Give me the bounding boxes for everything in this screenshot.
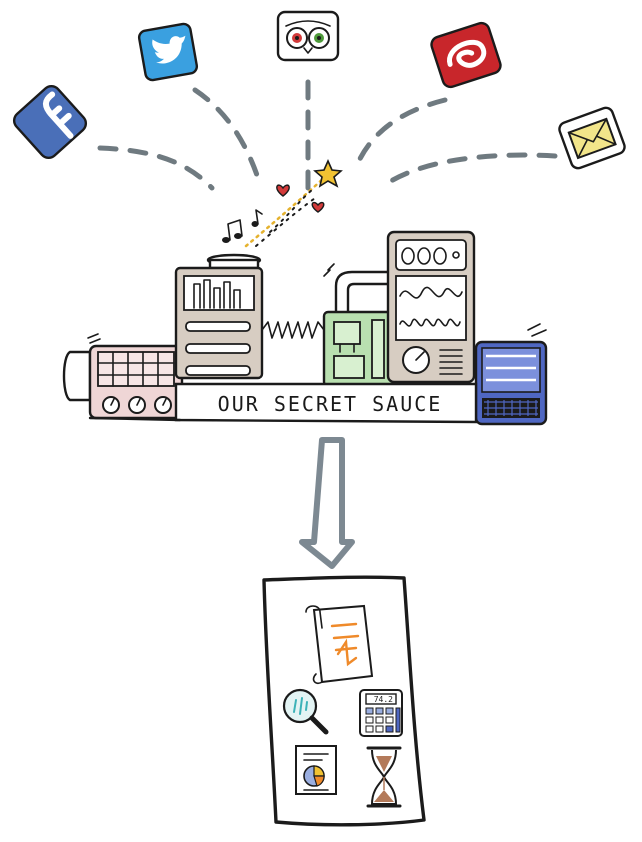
machine-oscilloscope-tower: [386, 230, 547, 384]
secret-sauce-machine: OUR SECRET SAUCE: [62, 230, 548, 426]
down-arrow: [299, 437, 355, 569]
scroll-document-icon: [305, 604, 374, 685]
machine-tan-tower: [174, 266, 264, 380]
machine-blue-speaker: [474, 340, 548, 426]
machine-base: [174, 382, 478, 424]
magnifier-icon: [282, 688, 329, 735]
star-icon: [313, 159, 343, 188]
sparkle-stream: [222, 159, 343, 248]
heart-icon: [276, 184, 290, 197]
connector-facebook: [97, 145, 215, 191]
machine-pink-panel: [62, 333, 184, 420]
connector-email: [382, 152, 558, 188]
heart-icon: [311, 201, 325, 213]
connector-messenger: [352, 97, 448, 173]
machine-spring: [261, 321, 325, 339]
tripadvisor-icon: [276, 10, 340, 62]
calculator-icon: 74.2: [359, 689, 403, 737]
dotted-stream: [244, 174, 328, 248]
hourglass-icon: [366, 746, 402, 808]
pie-chart-document-icon: [295, 745, 337, 795]
machine-pipe: [334, 270, 390, 314]
report-sheet: 74.2: [262, 575, 426, 827]
facebook-icon: [12, 84, 88, 160]
twitter-icon: [137, 22, 199, 82]
connector-twitter: [192, 87, 261, 181]
messenger-icon: [430, 21, 502, 89]
machine-label: OUR SECRET SAUCE: [218, 392, 443, 416]
machine-green-box: [322, 310, 396, 388]
email-icon: [558, 106, 626, 170]
calculator-display: 74.2: [374, 695, 393, 704]
connector-lines: [97, 79, 558, 193]
music-note-icon: [222, 209, 263, 243]
